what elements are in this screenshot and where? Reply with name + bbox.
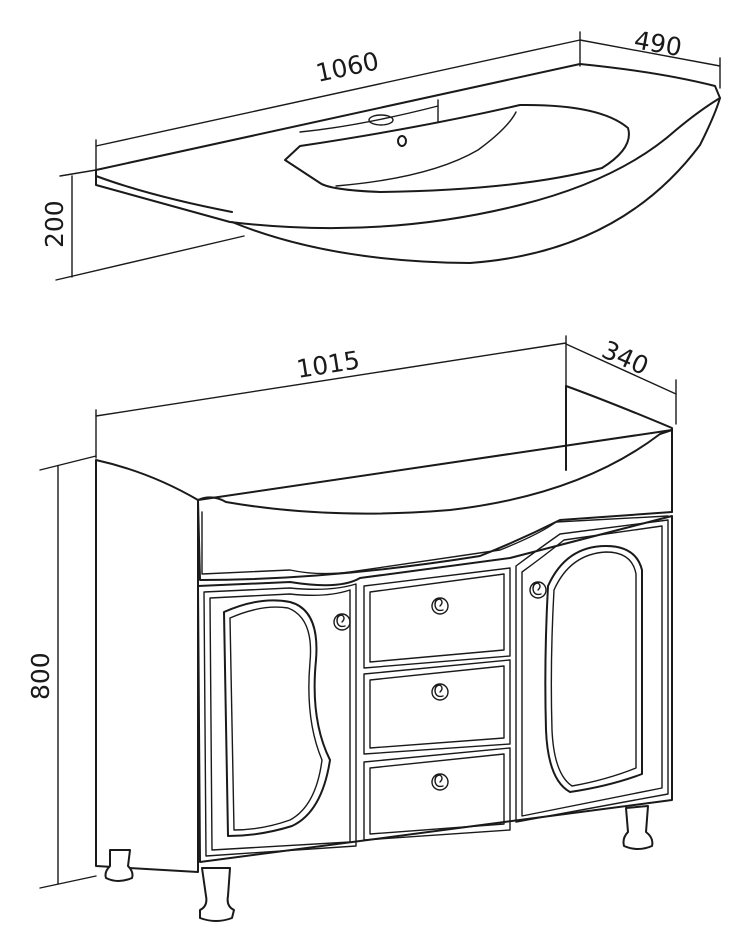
cabinet-front-frame [197, 515, 673, 863]
cabinet-top-rail [197, 429, 673, 581]
cabinet-width-label: 1015 [294, 345, 361, 384]
drawer-top-knob-icon[interactable] [431, 597, 449, 615]
cabinet-drawing: 1015 340 800 [26, 335, 677, 922]
right-door-knob-icon[interactable] [529, 581, 547, 599]
cabinet-height-label: 800 [26, 652, 55, 700]
drawer-bottom[interactable] [363, 747, 511, 841]
sink-depth-label: 490 [632, 25, 684, 62]
cabinet-height-dimension: 800 [26, 455, 97, 889]
right-door[interactable] [515, 519, 669, 823]
drawer-middle-knob-icon[interactable] [431, 683, 449, 701]
leg-front-right [622, 805, 654, 850]
sink-drawing: 1060 490 200 [40, 25, 721, 281]
cabinet-width-dimension: 1015 [95, 335, 567, 459]
sink-height-dimension: 200 [40, 169, 245, 281]
cabinet-side-panel [95, 459, 199, 873]
drawer-bottom-knob-icon[interactable] [431, 773, 449, 791]
cabinet-legs [104, 805, 654, 922]
drawer-top[interactable] [363, 567, 511, 669]
sink-width-dimension: 1060 [95, 31, 581, 175]
leg-front-left [199, 867, 235, 922]
drawer-middle[interactable] [363, 659, 511, 755]
left-door[interactable] [203, 583, 357, 857]
left-door-knob-icon[interactable] [333, 613, 351, 631]
cabinet-depth-dimension: 340 [565, 335, 677, 425]
sink-body [95, 63, 721, 264]
sink-height-label: 200 [40, 200, 69, 248]
sink-width-label: 1060 [313, 46, 381, 88]
sink-depth-dimension: 490 [579, 25, 721, 89]
tap-hole-icon [368, 114, 394, 126]
drain-icon [397, 135, 407, 147]
leg-back-left [104, 849, 134, 882]
cabinet-depth-label: 340 [598, 335, 653, 381]
